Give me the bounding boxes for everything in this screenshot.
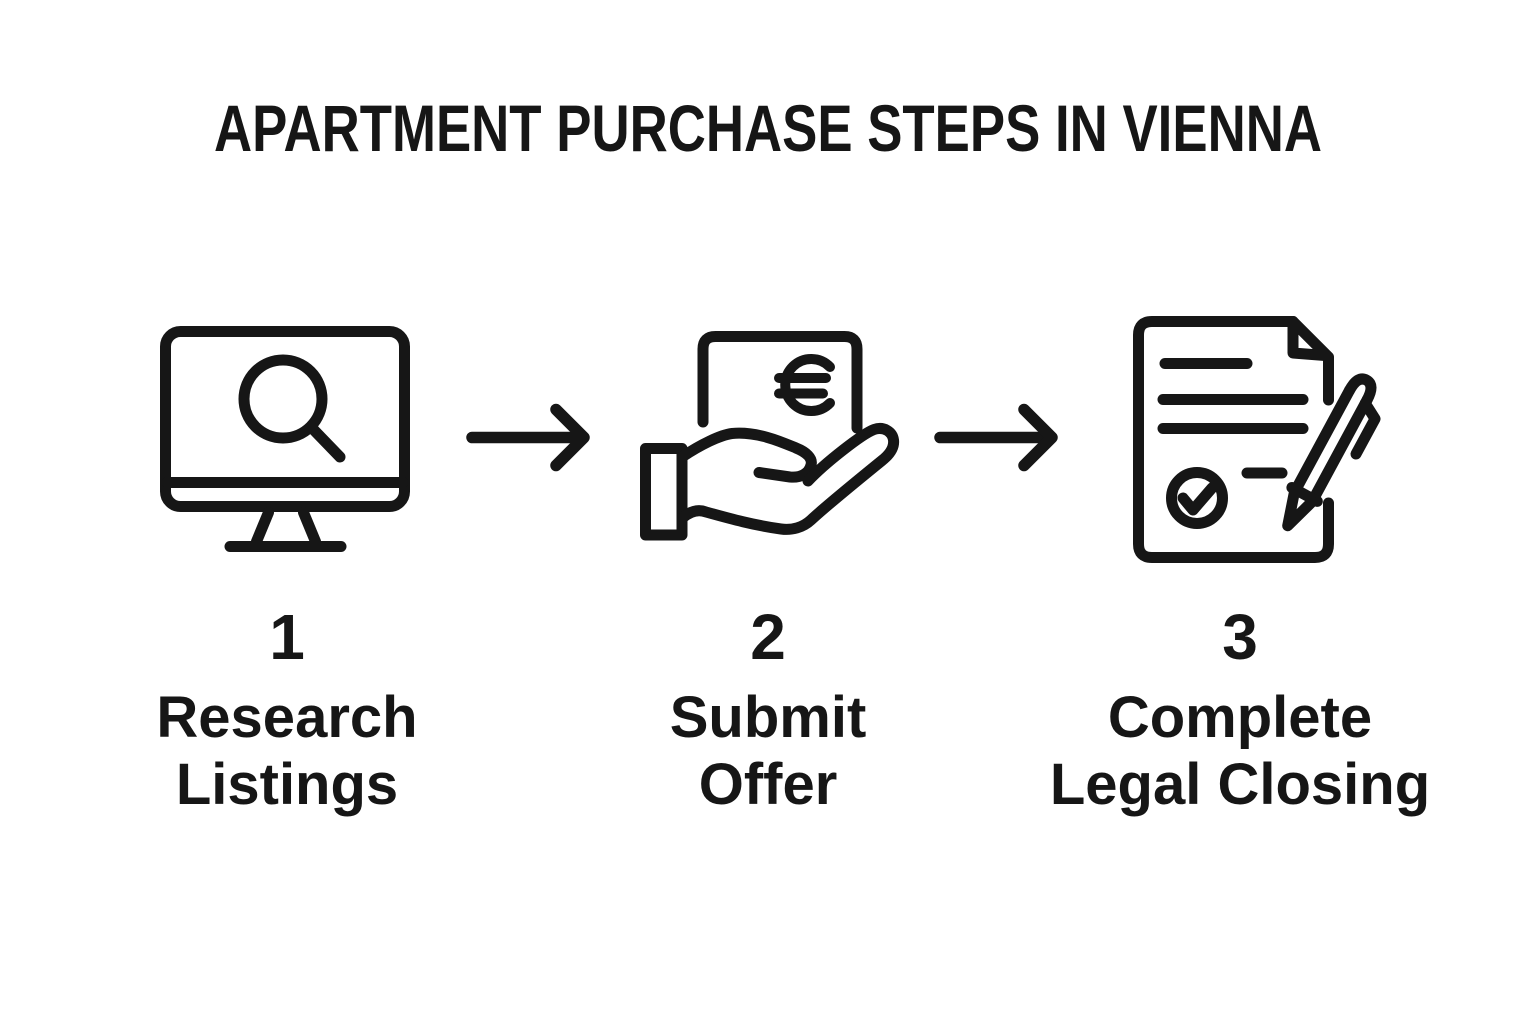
step-label-line2: Offer: [698, 752, 838, 817]
step-2-label: 2 Submit Offer: [548, 605, 988, 818]
euro-note: [697, 331, 863, 434]
pen-body-right: [1308, 394, 1373, 504]
pen-clip: [1350, 397, 1381, 460]
arrow-head: [1018, 403, 1058, 472]
step-number: 2: [750, 601, 786, 673]
document-fold-corner: [1287, 320, 1331, 361]
step-label-line2: Legal Closing: [1049, 752, 1431, 817]
step-3-label: 3 Complete Legal Closing: [1000, 605, 1480, 818]
step-label-line1: Submit: [669, 685, 867, 750]
document-outline: [1133, 316, 1334, 563]
arrow-head: [550, 403, 590, 472]
pen-tip: [1282, 486, 1318, 532]
step-name: Research Listings: [67, 684, 507, 818]
pen-cap: [1344, 373, 1377, 406]
monitor-search-icon: [160, 326, 410, 552]
monitor-frame: [160, 326, 410, 512]
euro-sign-arc: [780, 354, 835, 416]
step-1-label: 1 Research Listings: [67, 605, 507, 818]
step-number: 3: [1222, 601, 1258, 673]
hand-fingers-outline: [677, 423, 900, 535]
pen-body-left: [1290, 384, 1356, 495]
step-name: Submit Offer: [548, 684, 988, 818]
monitor-stand-right-leg: [298, 507, 321, 547]
step-label-line2: Listings: [175, 752, 399, 817]
check-circle: [1166, 467, 1228, 529]
hand-thumb-outline: [676, 427, 817, 483]
step-number: 1: [269, 601, 305, 673]
document-pen-check-icon: [1133, 316, 1381, 563]
checkmark-icon: [1177, 482, 1218, 516]
step-label-line1: Complete: [1107, 685, 1373, 750]
step-label-line1: Research: [156, 685, 418, 750]
search-icon: [238, 354, 328, 444]
hand-euro-icon: [640, 331, 900, 541]
right-arrow-icon: [934, 403, 1058, 472]
hand-cuff: [640, 443, 688, 541]
step-name: Complete Legal Closing: [1000, 684, 1480, 818]
search-handle: [305, 421, 346, 463]
pen-icon: [1282, 373, 1381, 532]
page-title: APARTMENT PURCHASE STEPS IN VIENNA: [214, 91, 1322, 165]
right-arrow-icon: [466, 403, 590, 472]
monitor-stand-left-leg: [251, 507, 274, 547]
